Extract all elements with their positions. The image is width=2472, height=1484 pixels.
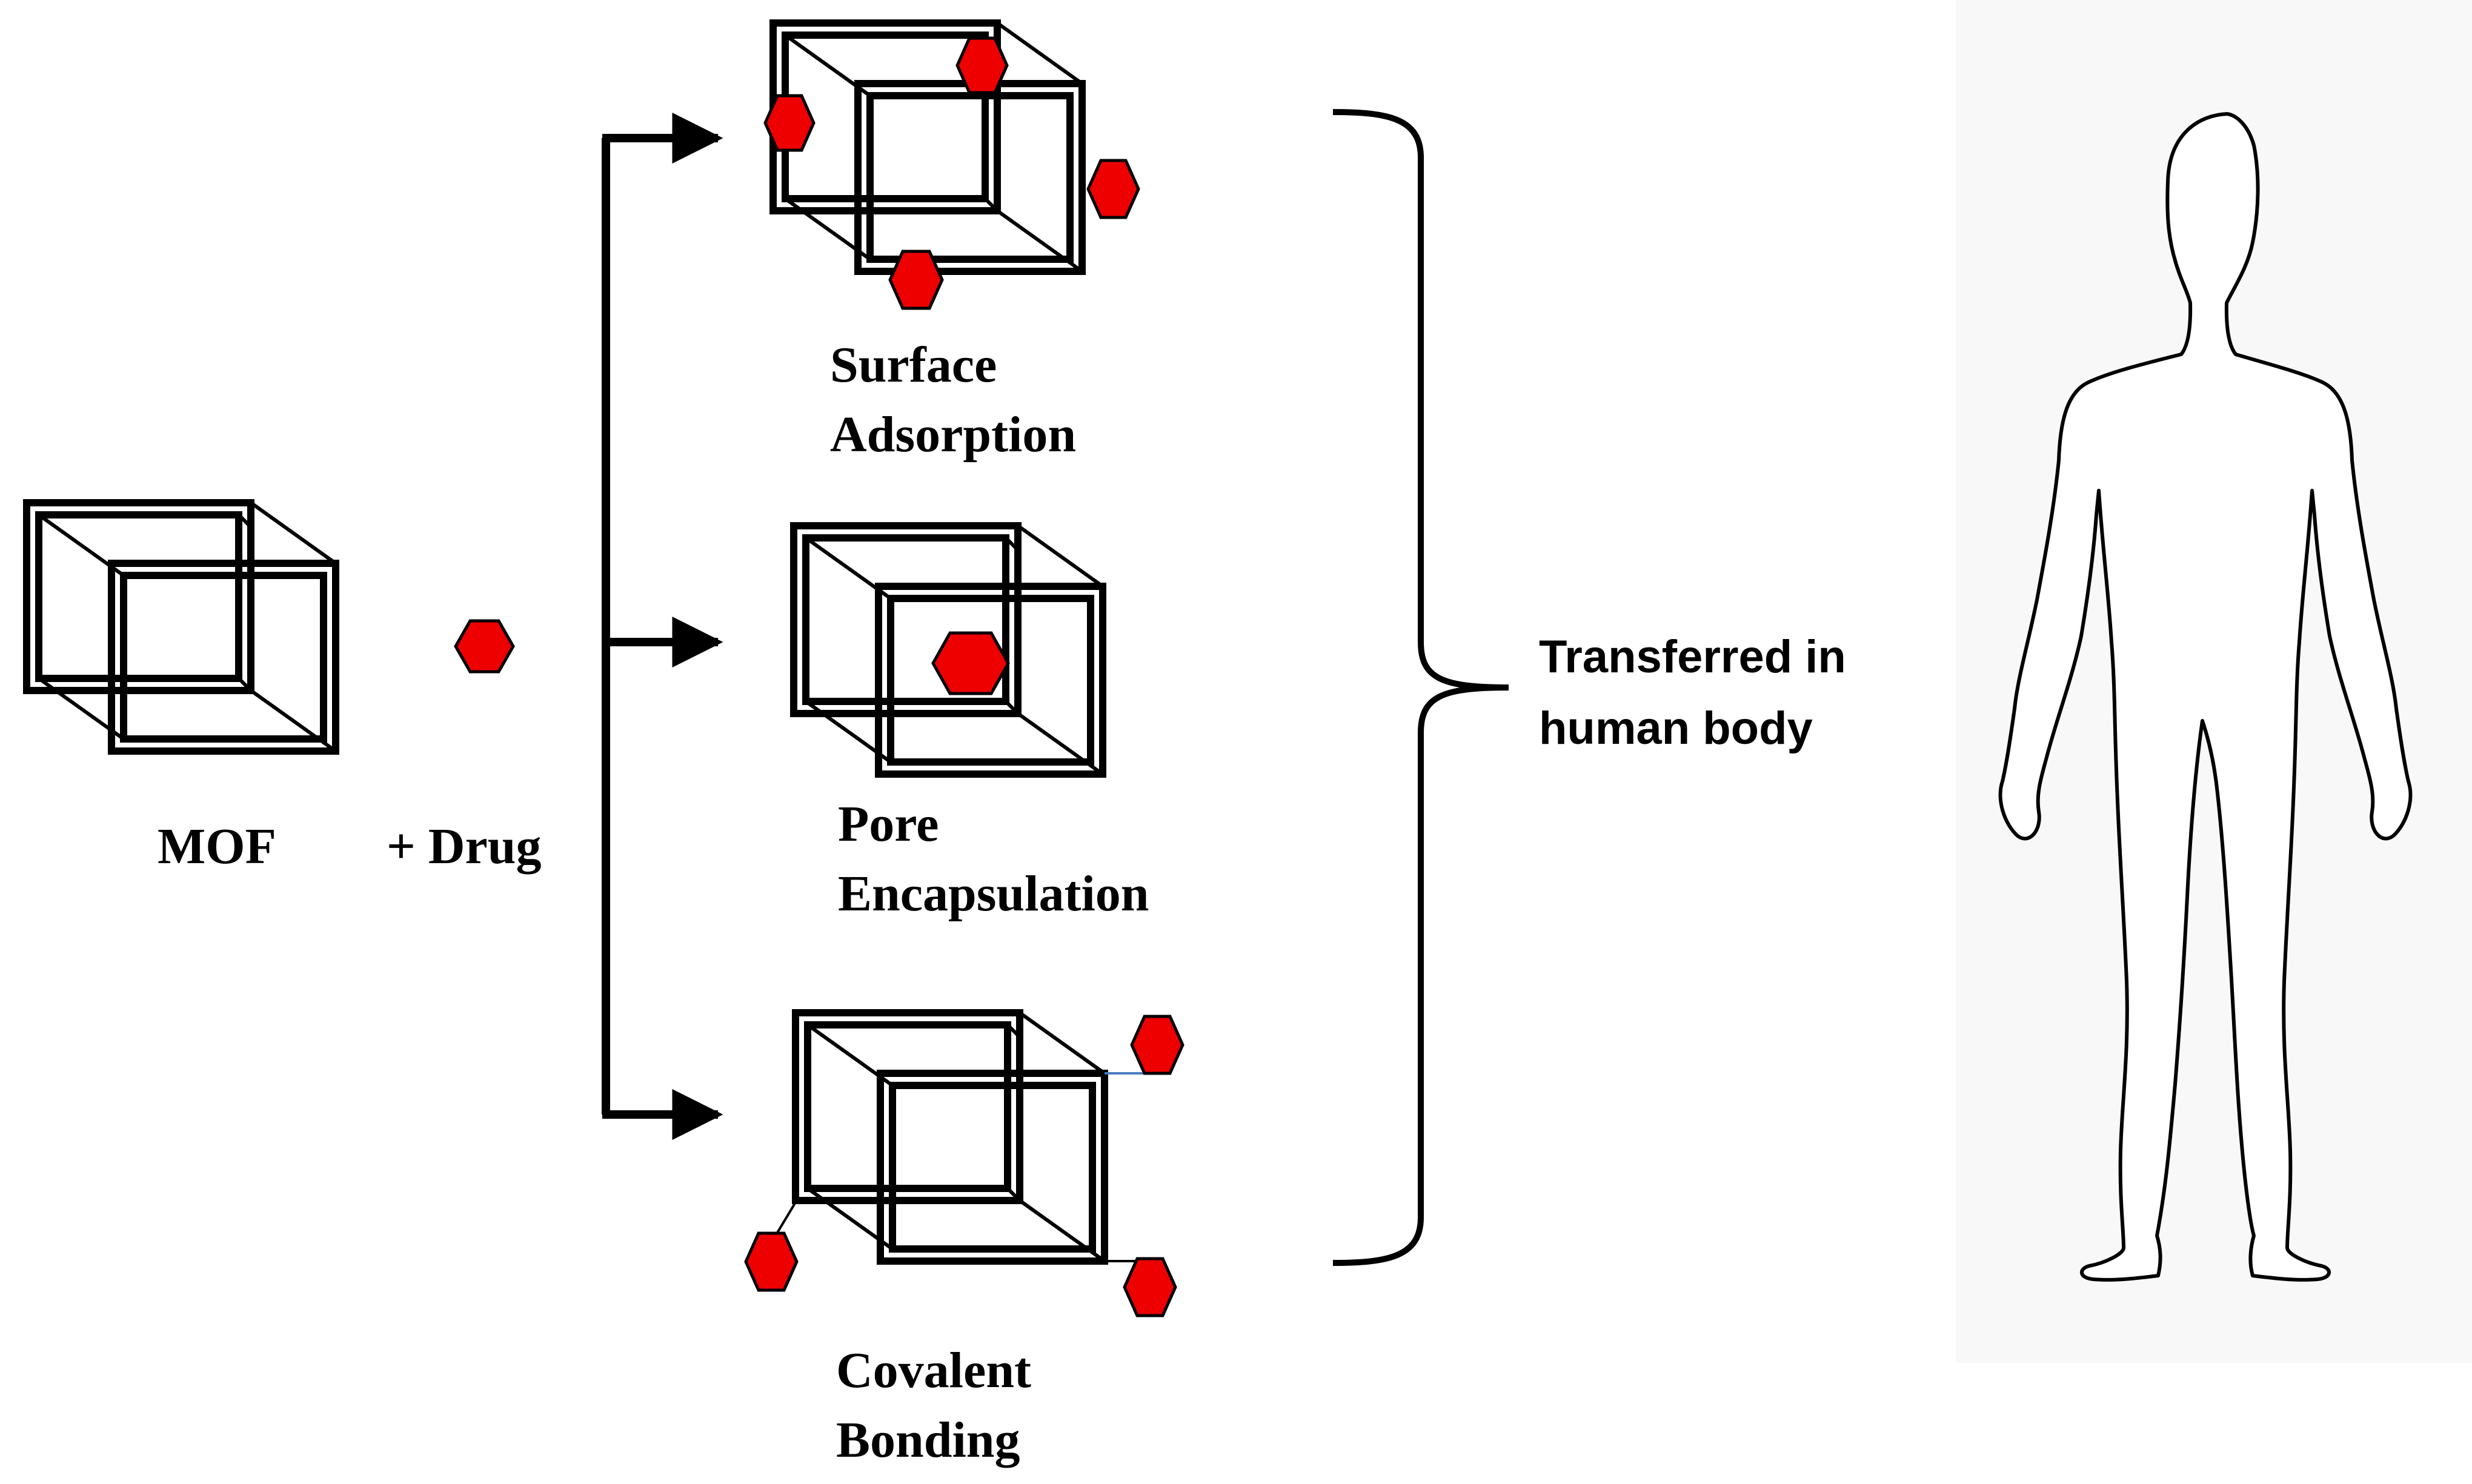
drug-hexagon-icon <box>744 1231 799 1292</box>
surface-adsorption-label: Surface Adsorption <box>830 337 1076 463</box>
pore-encapsulation-group: Pore Encapsulation <box>794 526 1149 922</box>
covalent-bonding-cube-icon <box>796 1013 1105 1261</box>
drug-hexagon-icon <box>1130 1015 1184 1075</box>
drug-hexagon-icon <box>1123 1257 1177 1317</box>
mof-label: MOF <box>158 818 276 875</box>
drug-hexagon-icon <box>763 94 816 152</box>
covalent-bonding-label: Covalent Bonding <box>836 1342 1044 1468</box>
branching-arrows <box>602 113 723 1140</box>
human-body-outline <box>1998 112 2413 1282</box>
surface-adsorption-group: Surface Adsorption <box>763 23 1140 463</box>
covalent-bonding-group: Covalent Bonding <box>744 1013 1184 1468</box>
transferred-label: Transferred in human body <box>1539 631 1859 754</box>
drug-hexagon-icon <box>1086 159 1140 219</box>
mof-cube-icon <box>27 503 336 751</box>
pore-encapsulation-label: Pore Encapsulation <box>838 796 1149 922</box>
surface-adsorption-cube-icon <box>773 23 1082 271</box>
drug-hexagon-icon <box>454 619 515 674</box>
drug-hexagon-icon <box>888 250 944 310</box>
drug-label: + Drug <box>387 818 542 875</box>
drug-hexagon-icon <box>955 36 1009 94</box>
curly-bracket <box>1332 109 1509 1266</box>
drug-hexagon-icon <box>931 631 1010 695</box>
